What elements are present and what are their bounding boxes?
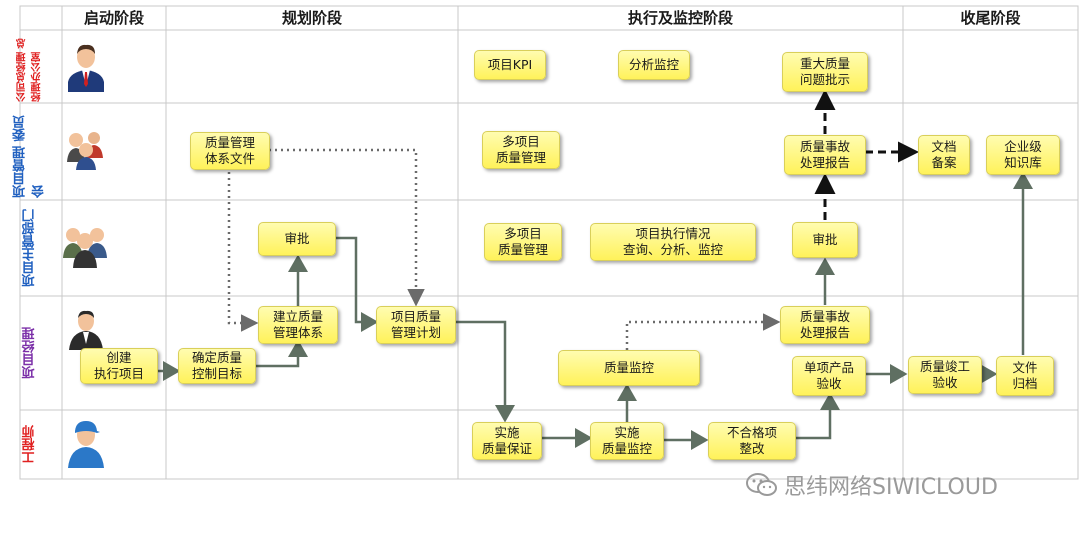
node-unit-product-acceptance[interactable]: 单项产品 验收 — [792, 356, 866, 396]
node-quality-monitoring-pm[interactable]: 质量监控 — [558, 350, 700, 386]
node-establish-quality-system[interactable]: 建立质量 管理体系 — [258, 306, 338, 344]
phase-header-initiation: 启动阶段 — [83, 9, 144, 27]
executive-avatar-icon — [68, 44, 104, 92]
node-analysis-monitoring[interactable]: 分析监控 — [618, 50, 690, 80]
role-label-department: 项目主管部门 — [22, 209, 38, 287]
node-enterprise-knowledge-base[interactable]: 企业级 知识库 — [986, 135, 1060, 175]
dotted-connectors — [227, 148, 781, 350]
node-create-execution-project[interactable]: 创建 执行项目 — [80, 348, 158, 384]
node-document-filing[interactable]: 文档 备案 — [918, 135, 970, 175]
node-project-quality-plan[interactable]: 项目质量 管理计划 — [376, 306, 456, 344]
role-label-general-manager: 公司总经理 总经理办公室 — [17, 38, 43, 102]
connector-plan-to-qa — [456, 320, 515, 423]
connector-qmsdocs-to-plan — [269, 148, 425, 307]
node-quality-incident-report-pm[interactable]: 质量事故 处理报告 — [780, 306, 870, 344]
connector-fix-to-acceptance — [795, 392, 840, 440]
node-major-quality-issue-instruction[interactable]: 重大质量 问题批示 — [782, 52, 868, 92]
node-quality-completion-acceptance[interactable]: 质量竣工 验收 — [908, 356, 982, 394]
committee-avatar-icon — [67, 132, 103, 170]
connector-approve-to-plan — [336, 236, 379, 332]
node-nonconformance-rectification[interactable]: 不合格项 整改 — [708, 422, 796, 460]
role-label-engineer: 工程师 — [22, 425, 38, 464]
phase-header-execution-monitoring: 执行及监控阶段 — [627, 9, 733, 27]
node-execution-status-query[interactable]: 项目执行情况 查询、分析、监控 — [590, 223, 756, 261]
node-approval-planning[interactable]: 审批 — [258, 222, 336, 256]
connector-qmsdocs-to-build — [227, 166, 259, 332]
node-file-archiving[interactable]: 文件 归档 — [996, 356, 1054, 396]
project-manager-avatar-icon — [69, 310, 103, 350]
watermark-text: 思纬网络SIWICLOUD — [784, 475, 998, 500]
role-label-committee: 项目管理 委员会 — [13, 115, 47, 198]
phase-header-planning: 规划阶段 — [281, 9, 342, 27]
watermark: 思纬网络SIWICLOUD — [746, 472, 998, 500]
node-implement-quality-assurance[interactable]: 实施 质量保证 — [472, 422, 542, 460]
node-set-quality-control-targets[interactable]: 确定质量 控制目标 — [178, 348, 256, 384]
department-group-avatar-icon — [63, 228, 107, 268]
node-multi-project-quality-mgmt-committee[interactable]: 多项目 质量管理 — [482, 131, 560, 169]
grid-lines — [19, 5, 1079, 480]
node-quality-incident-report-committee[interactable]: 质量事故 处理报告 — [784, 135, 866, 175]
phase-header-closing: 收尾阶段 — [960, 9, 1021, 27]
solid-connectors — [157, 171, 1033, 450]
connector-targets-to-build — [253, 339, 308, 368]
node-project-kpi[interactable]: 项目KPI — [474, 50, 546, 80]
dashed-connectors — [814, 89, 919, 220]
engineer-avatar-icon — [68, 421, 104, 468]
wechat-icon — [746, 473, 777, 496]
role-label-project-manager: 项目经理 — [22, 327, 38, 379]
node-quality-system-documents[interactable]: 质量管理 体系文件 — [190, 132, 270, 170]
node-multi-project-quality-mgmt-department[interactable]: 多项目 质量管理 — [484, 223, 562, 261]
connector-monitor-to-report — [625, 313, 781, 350]
node-implement-quality-monitoring[interactable]: 实施 质量监控 — [590, 422, 664, 460]
node-approval-execution[interactable]: 审批 — [792, 222, 858, 258]
